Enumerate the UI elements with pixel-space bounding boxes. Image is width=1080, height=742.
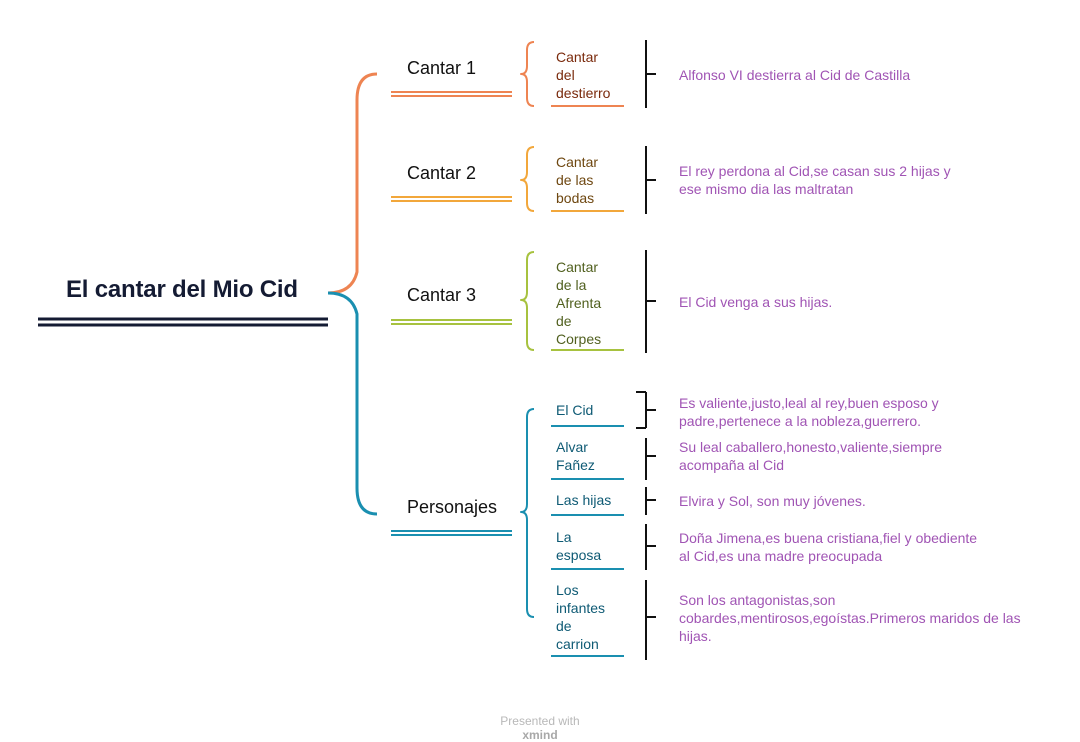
connector-root-personajes [327, 291, 378, 516]
description-las-hijas[interactable]: Elvira y Sol, son muy jóvenes. [679, 493, 866, 509]
brace-cantar-2 [520, 146, 535, 212]
description-el-cid[interactable]: Es valiente,justo,leal al rey,buen espos… [679, 395, 939, 429]
description-alvar-fanez[interactable]: Su leal caballero,honesto,valiente,siemp… [679, 439, 943, 473]
xmind-logo: xmind [522, 728, 558, 742]
leaf-topic-alvar-fanez[interactable]: Alvar Fañez [556, 439, 595, 473]
brace-cantar-3 [520, 251, 535, 351]
description-la-esposa[interactable]: Doña Jimena,es buena cristiana,fiel y ob… [679, 530, 978, 564]
branch-topic-cantar-1[interactable]: Cantar 1 [407, 58, 477, 78]
leaf-topic-cantar-de-la-afrenta[interactable]: Cantar de la Afrenta de Corpes [556, 259, 602, 347]
description-cantar-del-destierro[interactable]: Alfonso VI destierra al Cid de Castilla [679, 67, 911, 83]
description-cantar-de-la-afrenta[interactable]: El Cid venga a sus hijas. [679, 294, 833, 310]
description-los-infantes-de-carrion[interactable]: Son los antagonistas,son cobardes,mentir… [679, 592, 1021, 644]
leaf-topic-el-cid[interactable]: El Cid [556, 402, 594, 418]
brace-personajes [520, 408, 535, 618]
leaf-topic-la-esposa[interactable]: La esposa [556, 529, 602, 563]
root-topic[interactable]: El cantar del Mio Cid [66, 276, 298, 303]
branch-topic-cantar-3[interactable]: Cantar 3 [407, 285, 477, 305]
footer-credit: Presented with xmind [0, 700, 1080, 742]
leaf-topic-cantar-de-las-bodas[interactable]: Cantar de las bodas [556, 154, 599, 206]
branch-topic-personajes[interactable]: Personajes [407, 497, 498, 517]
brace-cantar-1 [520, 41, 535, 107]
leaf-topic-cantar-del-destierro[interactable]: Cantar del destierro [556, 49, 611, 101]
footer-prefix: Presented with [500, 714, 580, 728]
description-cantar-de-las-bodas[interactable]: El rey perdona al Cid,se casan sus 2 hij… [679, 163, 951, 197]
connector-root-cantar-1 [327, 72, 378, 295]
leaf-topic-las-hijas[interactable]: Las hijas [556, 492, 612, 508]
leaf-topic-los-infantes-de-carrion[interactable]: Los infantes de carrion [556, 582, 606, 652]
branch-topic-cantar-2[interactable]: Cantar 2 [407, 163, 477, 183]
